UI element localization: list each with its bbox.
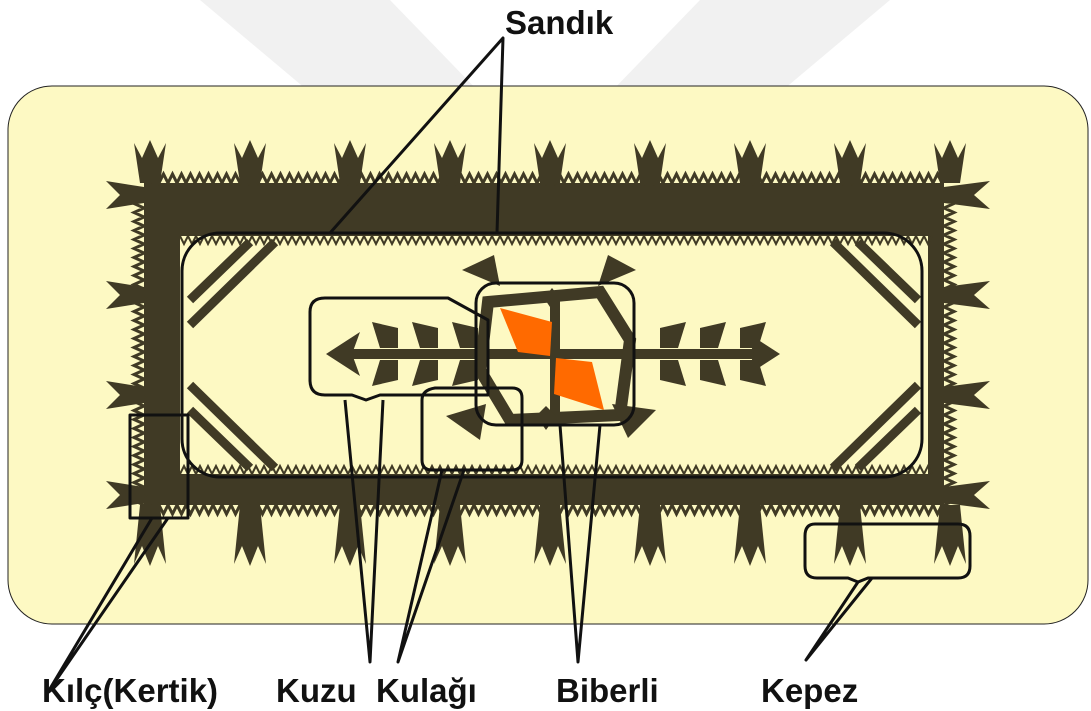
label-kulagi: Kulağı xyxy=(376,674,477,707)
label-kuzu: Kuzu xyxy=(276,674,357,707)
rug-motif xyxy=(106,140,990,566)
label-biberli: Biberli xyxy=(556,674,659,707)
label-kepez: Kepez xyxy=(761,674,858,707)
label-sandik: Sandık xyxy=(505,6,613,39)
label-kilc-kertik: Kılç(Kertik) xyxy=(42,674,218,707)
